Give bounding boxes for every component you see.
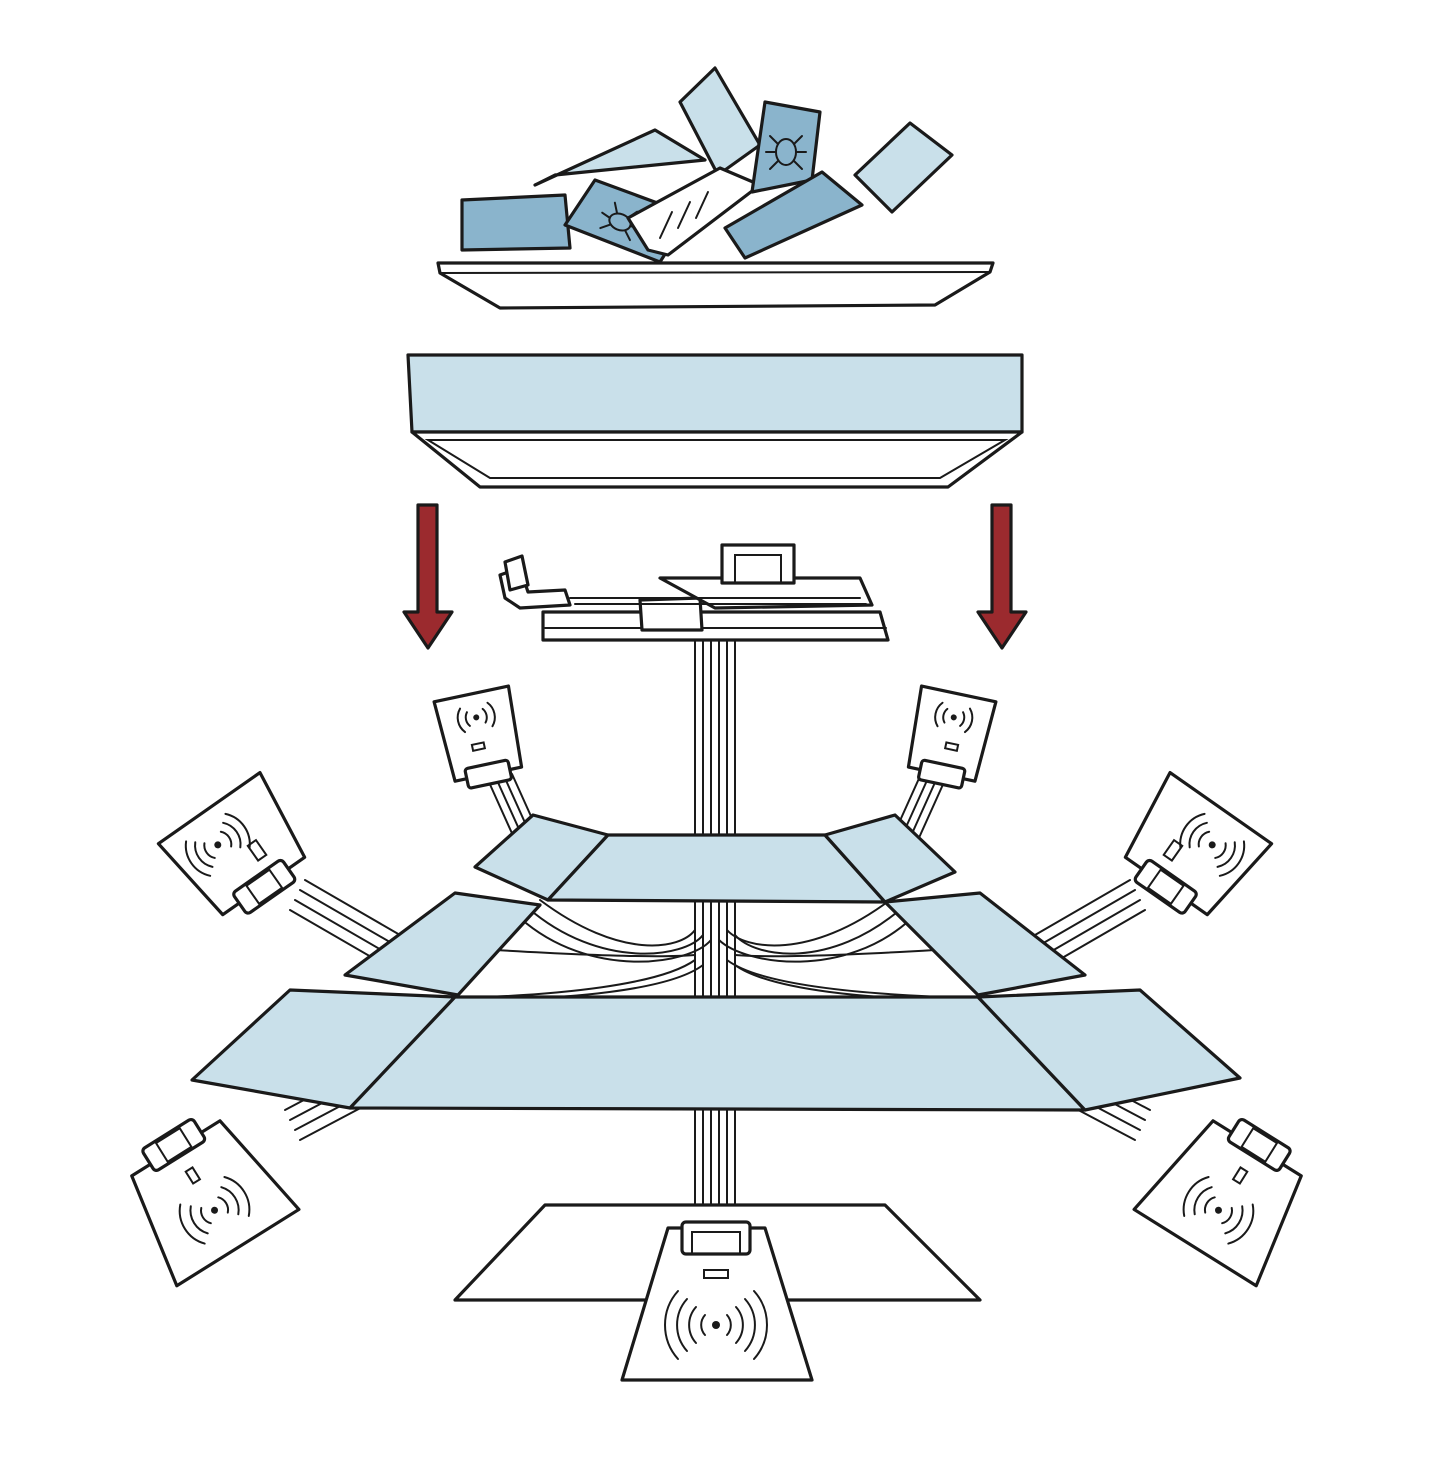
rfid-reader [620, 1220, 814, 1382]
circuit-board [498, 543, 890, 642]
arrow-down-icon [402, 503, 454, 650]
card [533, 128, 707, 187]
card [460, 193, 572, 252]
card-with-tools [626, 166, 762, 257]
rfid-reader [1123, 770, 1274, 917]
rfid-reader [130, 1117, 301, 1288]
wireless-signal-icon [178, 1175, 251, 1245]
wire-bundles [284, 639, 1151, 1229]
rfid-reader [156, 770, 307, 917]
card-with-bug [750, 100, 822, 194]
wireless-signal-icon [184, 812, 251, 877]
middle-tier-panels [343, 891, 1087, 997]
arrow-down-icon [976, 503, 1028, 650]
bug-icon [765, 135, 807, 170]
wireless-signal-icon [934, 701, 974, 734]
top-tier-panels [473, 813, 957, 904]
card [723, 170, 864, 260]
tray [436, 261, 995, 310]
rfid-reader [432, 684, 524, 790]
wireless-signal-icon [456, 701, 496, 734]
tools-icon [659, 191, 709, 239]
frame-box [406, 353, 1024, 489]
wireless-signal-icon [1182, 1175, 1255, 1245]
card-pile [460, 66, 954, 264]
wireless-signal-icon [664, 1290, 768, 1360]
bottom-tier-panels [190, 988, 1242, 1112]
rfid-reader [906, 684, 998, 790]
wireless-signal-icon [1179, 812, 1246, 877]
rfid-reader [1132, 1117, 1303, 1288]
card [853, 121, 954, 214]
